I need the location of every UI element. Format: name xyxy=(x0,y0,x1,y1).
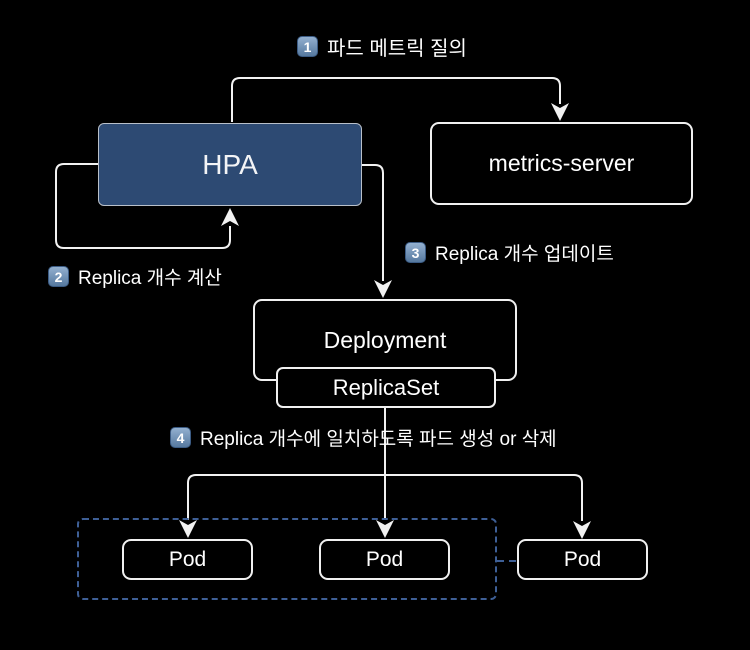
step-1-label: 1 파드 메트릭 질의 xyxy=(297,32,467,61)
arrow-pods-right-line xyxy=(385,474,583,521)
step-4-badge-icon: 4 xyxy=(170,427,191,448)
cluster-dashed-boundary xyxy=(77,518,497,600)
replicaset-node: ReplicaSet xyxy=(276,367,496,408)
arrow-query-metrics-line xyxy=(231,77,561,122)
step-2-label: 2 Replica 개수 계산 xyxy=(48,263,222,290)
pod-node-3: Pod xyxy=(517,539,648,580)
step-2-badge-icon: 2 xyxy=(48,266,69,287)
step-1-badge-icon: 1 xyxy=(297,36,318,57)
hpa-node: HPA xyxy=(98,123,362,206)
pod-node-1-label: Pod xyxy=(168,547,207,571)
pod-node-2-label: Pod xyxy=(365,547,404,571)
step-1-text: 파드 메트릭 질의 xyxy=(327,38,467,60)
arrow-update-deployment-head xyxy=(374,280,392,298)
arrow-pods-left-line xyxy=(187,474,385,520)
arrow-update-deployment-line xyxy=(362,164,384,281)
arrow-replica-loop-head xyxy=(221,208,239,226)
arrow-pods-left-head xyxy=(179,520,197,538)
step-3-badge-icon: 3 xyxy=(405,242,426,263)
step-4-text: Replica 개수에 일치하도록 파드 생성 or 삭제 xyxy=(200,429,557,450)
arrow-pods-right-head xyxy=(573,521,591,539)
pod-node-2: Pod xyxy=(319,539,450,580)
step-3-text: Replica 개수 업데이트 xyxy=(435,244,614,265)
metrics-server-node: metrics-server xyxy=(430,122,693,205)
replicaset-node-label: ReplicaSet xyxy=(332,374,440,400)
arrow-replica-loop-line xyxy=(55,163,231,249)
metrics-server-node-label: metrics-server xyxy=(488,150,635,176)
step-3-label: 3 Replica 개수 업데이트 xyxy=(405,239,614,266)
arrow-pods-center-head xyxy=(376,520,394,538)
deployment-node-label: Deployment xyxy=(323,326,447,353)
pod-node-1: Pod xyxy=(122,539,253,580)
step-4-label: 4 Replica 개수에 일치하도록 파드 생성 or 삭제 xyxy=(170,424,557,451)
hpa-node-label: HPA xyxy=(202,148,258,180)
pod-node-3-label: Pod xyxy=(563,547,602,571)
arrow-query-metrics-head xyxy=(551,103,569,121)
step-2-text: Replica 개수 계산 xyxy=(78,268,222,289)
